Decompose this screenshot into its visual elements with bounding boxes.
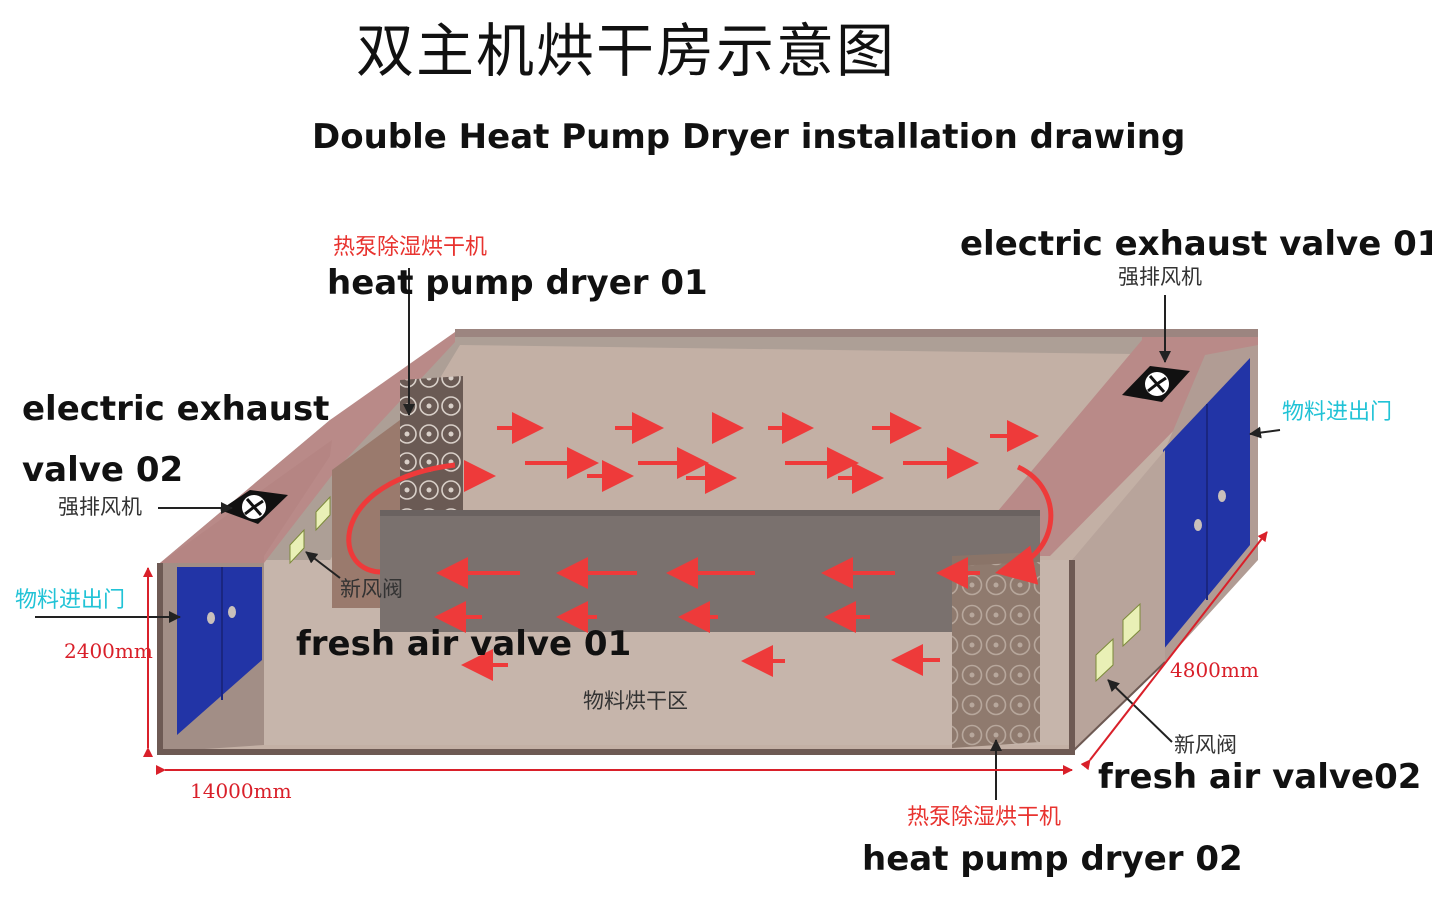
dimension-lines [143,531,1268,775]
fresh-air-valve-01-icon [289,495,331,565]
right-wall-top [960,329,1258,556]
dimension-length: 14000mm [190,779,292,803]
exhaust-fan-02-icon [220,490,288,524]
door-left-label: 物料进出门 [15,588,126,613]
heat-pump-dryer-02 [952,555,1040,748]
fresh-air-01-label-cn: 新风阀 [340,577,403,601]
dryer-01-label-en: heat pump dryer 01 [327,263,708,303]
exhaust-01-label-en: electric exhaust valve 01 [960,224,1432,264]
title-chinese: 双主机烘干房示意图 [356,17,897,85]
title-english: Double Heat Pump Dryer installation draw… [312,117,1186,157]
heat-pump-dryer-01 [400,376,463,515]
dryer-02-label-en: heat pump dryer 02 [862,839,1243,879]
exhaust-fan-01-icon [1122,366,1190,402]
airflow-arrows [346,412,1054,681]
dimension-height: 2400mm [64,639,153,663]
exhaust-02-label-cn: 强排风机 [58,495,142,519]
exhaust-02-label-en-line1: electric exhaust [22,389,330,429]
back-wall-top-edge [455,329,1258,337]
door-right-label: 物料进出门 [1282,400,1393,425]
fresh-air-02-label-en: fresh air valve02 [1098,757,1422,797]
exhaust-02-label-en-line2: valve 02 [22,450,184,490]
left-door [177,567,262,735]
dryer-01-label-cn: 热泵除湿烘干机 [333,235,488,260]
dryer-02-label-cn: 热泵除湿烘干机 [907,805,1062,830]
dimension-width: 4800mm [1170,658,1259,682]
fresh-air-01-label-en: fresh air valve 01 [296,624,632,664]
drying-zone-label: 物料烘干区 [583,689,688,713]
fresh-air-02-label-cn: 新风阀 [1174,733,1237,757]
exhaust-01-label-cn: 强排风机 [1118,265,1202,289]
